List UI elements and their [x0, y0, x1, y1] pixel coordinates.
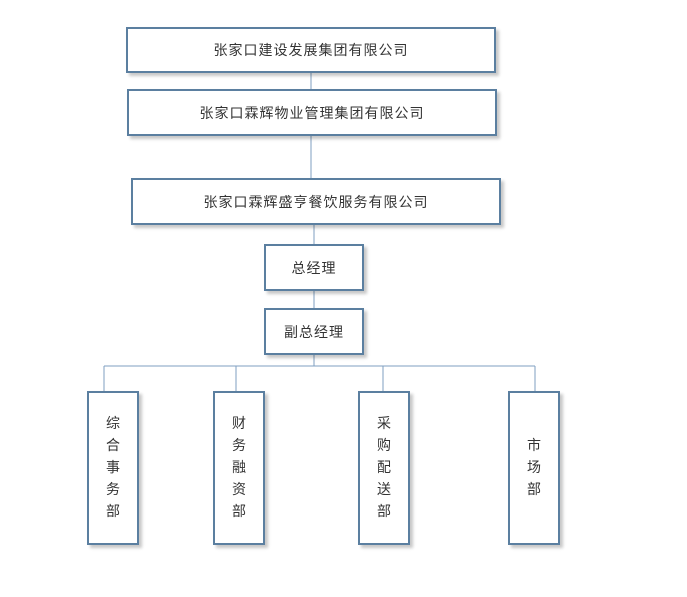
dept-1-char: 事 [106, 460, 120, 476]
node-property-group: 张家口霖辉物业管理集团有限公司 [127, 89, 497, 136]
dept-1-char: 综 [106, 416, 120, 432]
dept-4-char: 场 [527, 460, 541, 476]
dept-3-char: 配 [377, 460, 391, 476]
dept-2-char: 部 [232, 504, 246, 520]
node-general-manager: 总经理 [264, 244, 364, 291]
node-catering-company: 张家口霖辉盛亨餐饮服务有限公司 [131, 178, 501, 225]
node-property-group-label: 张家口霖辉物业管理集团有限公司 [199, 105, 425, 122]
dept-3-char: 采 [377, 416, 391, 432]
dept-3-char: 购 [377, 438, 391, 454]
node-dept-finance: 财 务 融 资 部 [213, 391, 265, 545]
node-dept-procurement: 采 购 配 送 部 [358, 391, 410, 545]
dept-2-char: 财 [232, 416, 246, 432]
node-group-company-label: 张家口建设发展集团有限公司 [213, 43, 409, 59]
dept-1-char: 部 [106, 504, 120, 520]
node-dept-marketing: 市 场 部 [508, 391, 560, 545]
dept-1-char: 务 [106, 482, 120, 498]
dept-4-char: 部 [527, 482, 541, 498]
node-deputy-general-manager-label: 副总经理 [284, 324, 344, 341]
dept-2-char: 资 [232, 482, 246, 498]
dept-3-char: 送 [377, 482, 391, 498]
dept-2-char: 务 [232, 438, 246, 454]
node-dept-general-affairs: 综 合 事 务 部 [87, 391, 139, 545]
dept-2-char: 融 [232, 460, 246, 476]
dept-1-char: 合 [106, 438, 120, 454]
node-deputy-general-manager: 副总经理 [264, 308, 364, 355]
node-group-company: 张家口建设发展集团有限公司 [126, 27, 496, 73]
node-catering-company-label: 张家口霖辉盛亨餐饮服务有限公司 [203, 194, 429, 211]
dept-4-char: 市 [527, 438, 541, 454]
node-general-manager-label: 总经理 [291, 260, 337, 277]
dept-3-char: 部 [377, 504, 391, 520]
